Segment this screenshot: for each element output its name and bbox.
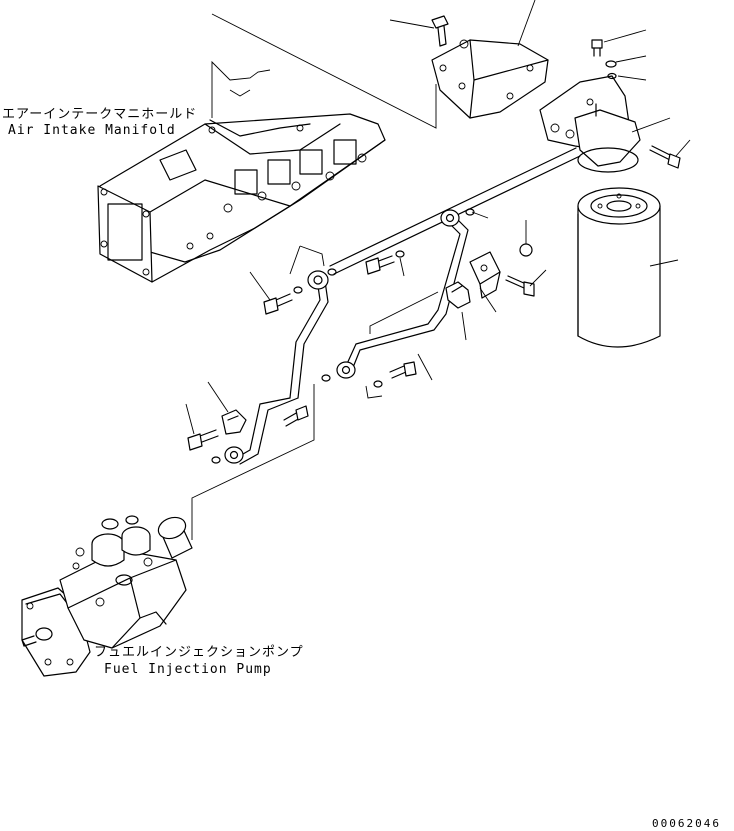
bolt-bracket <box>431 15 449 47</box>
washer-9 <box>211 456 221 464</box>
plug-screw <box>591 39 603 57</box>
leader-pipe-upper <box>289 245 325 275</box>
leader-pipe-bracket <box>479 287 497 313</box>
leader-washer-2 <box>617 75 647 81</box>
air-intake-manifold-label-en: Air Intake Manifold <box>8 123 176 138</box>
fuel-pipe-lower <box>336 209 469 379</box>
leader-pump-connection <box>191 384 315 540</box>
washer-7 <box>321 374 331 382</box>
eye-bolt-1 <box>263 293 293 315</box>
fuel-injection-pump <box>21 515 193 677</box>
leader-cartridge <box>649 259 679 267</box>
leader-clamp-2 <box>207 381 229 413</box>
bracket <box>431 39 549 119</box>
fuel-filter-head <box>539 75 641 173</box>
eye-bolt-5 <box>187 429 219 451</box>
leader-washer-6 <box>399 257 405 277</box>
washer-3 <box>293 286 303 294</box>
leader-clamp <box>461 311 467 341</box>
washer-2 <box>607 72 617 80</box>
pipe-clamp <box>445 281 471 309</box>
fuel-pipe-upper <box>224 147 581 465</box>
pipe-clamp-2 <box>221 409 247 435</box>
drawing-code: 00062046 <box>652 817 721 830</box>
leader-eye-bolt-3 <box>365 385 383 399</box>
fuel-injection-pump-label-en: Fuel Injection Pump <box>104 662 272 677</box>
pipe-bracket <box>469 251 501 299</box>
washer-6 <box>395 250 405 258</box>
bolt-pipe-bracket <box>505 275 535 297</box>
leader-pipe-lower <box>417 353 433 381</box>
leader-filter-head <box>631 117 671 133</box>
air-intake-manifold-label: エアーインテークマニホールド Air Intake Manifold <box>2 107 197 138</box>
air-intake-manifold-label-jp: エアーインテークマニホールド <box>2 107 197 122</box>
leader-bolt-pipe-bracket <box>529 269 547 287</box>
washer-5 <box>465 208 475 216</box>
leader-pipe-lower-2 <box>369 291 439 334</box>
leader-manifold <box>211 13 437 129</box>
washer-4 <box>327 268 337 276</box>
leader-washer-1 <box>615 55 647 63</box>
fuel-filter-cartridge <box>577 187 661 348</box>
leader-bracket <box>517 0 536 47</box>
fuel-injection-pump-label-jp: フュエルインジェクションポンプ <box>94 645 304 660</box>
eye-bolt-4 <box>283 405 309 427</box>
air-intake-manifold <box>97 60 386 283</box>
leader-eye-bolt-1 <box>249 271 271 301</box>
washer-8 <box>373 380 383 388</box>
washer-1 <box>605 60 617 68</box>
leader-bolt-top <box>389 19 435 29</box>
fuel-injection-pump-label: フュエルインジェクションポンプ Fuel Injection Pump <box>94 645 304 677</box>
eye-bolt-3 <box>389 361 417 379</box>
eye-bolt-2 <box>365 255 395 275</box>
bolt-filter-head <box>649 145 681 169</box>
leader-washer-5 <box>471 211 489 219</box>
leader-plug <box>603 29 647 43</box>
leader-eye-bolt-5 <box>185 403 195 435</box>
nut <box>519 243 533 257</box>
leader-bolt-head <box>675 139 691 157</box>
